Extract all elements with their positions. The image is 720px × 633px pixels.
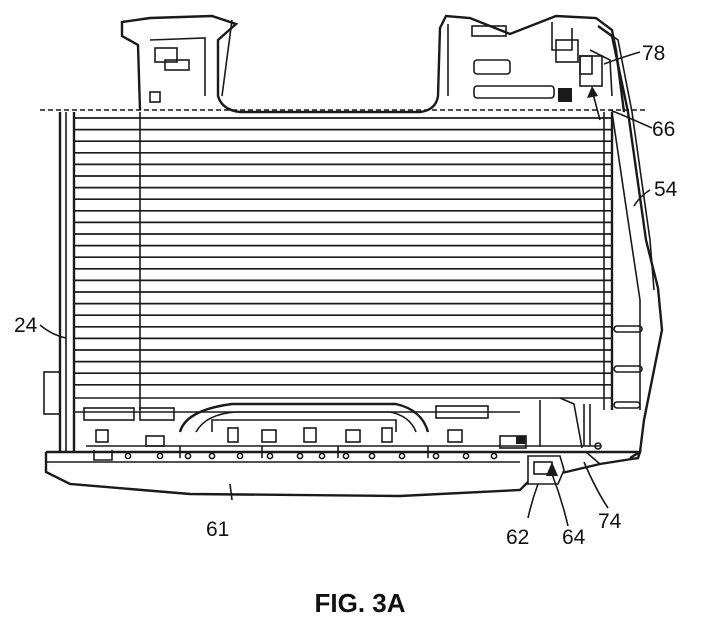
bolt-hole <box>368 452 376 460</box>
label-61: 61 <box>206 518 229 541</box>
bolt-hole <box>124 452 132 460</box>
bolt-hole <box>296 452 304 460</box>
bolt-hole <box>318 452 326 460</box>
label-62: 62 <box>506 526 529 549</box>
bolt-hole <box>184 452 192 460</box>
left-top-bracket <box>120 14 626 114</box>
bolt-hole <box>208 452 216 460</box>
label-24: 24 <box>14 314 38 337</box>
label-78: 78 <box>642 42 665 65</box>
radiator-core-frame <box>43 112 614 452</box>
bottom-rail-61 <box>44 445 642 498</box>
figure-caption: FIG. 3A <box>314 588 405 618</box>
label-66: 66 <box>652 118 675 141</box>
bolt-hole <box>462 452 470 460</box>
label-74: 74 <box>598 510 622 533</box>
bolt-hole <box>236 452 244 460</box>
bolt-hole <box>398 452 406 460</box>
label-64: 64 <box>562 526 586 549</box>
bracket-78 <box>551 22 613 102</box>
leader-lines <box>39 51 653 527</box>
bolt-hole <box>156 452 164 460</box>
bolt-hole <box>342 452 350 460</box>
lower-bracket <box>527 442 602 485</box>
lower-tank <box>74 397 612 458</box>
radiator-fins <box>74 117 612 386</box>
bolt-hole <box>490 452 498 460</box>
shroud-54 <box>597 25 664 460</box>
bolt-hole <box>266 452 274 460</box>
bolt-row <box>124 452 498 460</box>
label-54: 54 <box>654 178 678 201</box>
bolt-hole <box>432 452 440 460</box>
